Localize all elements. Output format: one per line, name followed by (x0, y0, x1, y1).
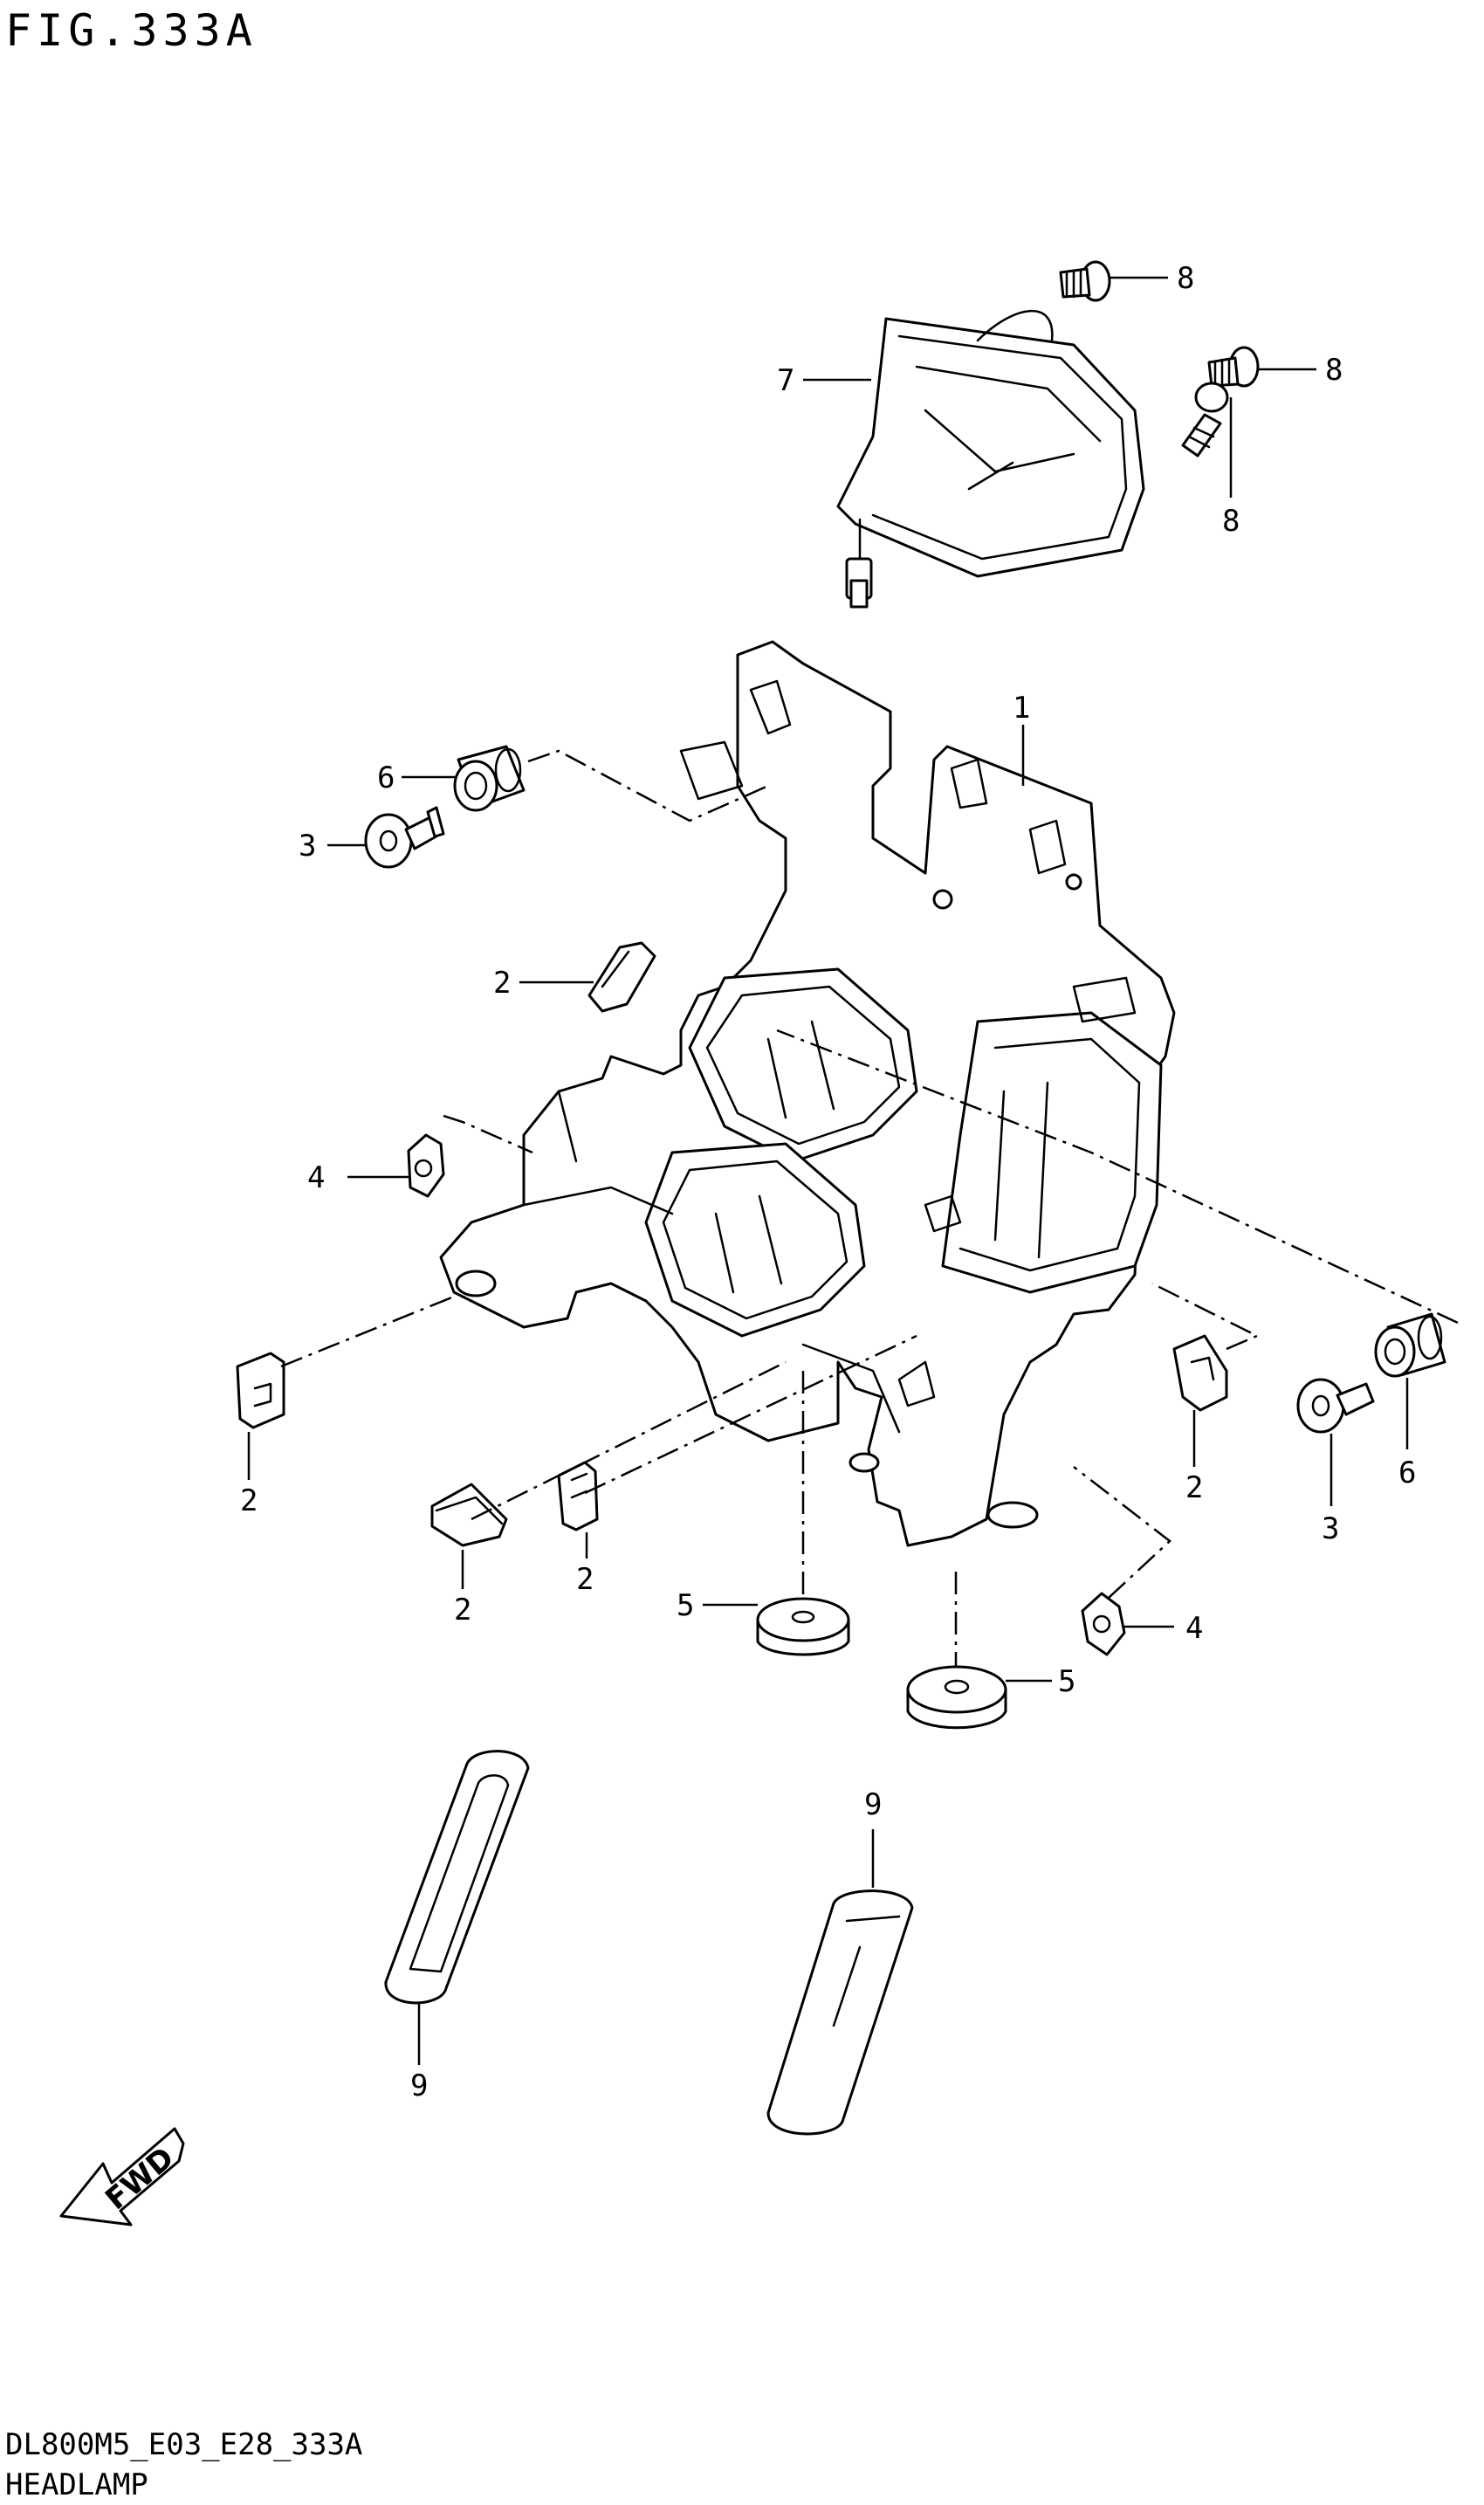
part-5-mount-right (906, 1665, 1007, 1730)
callout-2-lower-left: 2 (454, 1593, 471, 1628)
part-8-screw-top (1059, 260, 1111, 302)
model-code: DL800M5_E03_E28_333A (5, 2427, 363, 2462)
part-2-cushion-lower-middle (557, 1461, 599, 1531)
forward-arrow-icon: FWD (59, 2127, 185, 2226)
callout-2-lower-middle: 2 (576, 1562, 594, 1597)
part-3-bolt-right (1296, 1378, 1375, 1434)
callout-6-right: 6 (1398, 1456, 1416, 1490)
part-4-nut-left (407, 1133, 445, 1198)
part-6-grommet-left (453, 745, 526, 812)
part-2-cushion-right (1172, 1334, 1228, 1412)
part-4-nut-right (1081, 1592, 1126, 1656)
part-8-screw-middle (1207, 346, 1260, 388)
part-2-cushion-left (236, 1352, 285, 1429)
figure-title: FIG.333A (5, 5, 258, 56)
figure-name: HEADLAMP (5, 2467, 148, 2502)
callout-8-middle: 8 (1325, 353, 1343, 388)
part-3-bolt-left (364, 806, 445, 869)
part-9-reflector-left (384, 1750, 530, 2005)
callout-8-top: 8 (1177, 261, 1194, 296)
part-9-reflector-right (766, 1889, 914, 2136)
callout-1: 1 (1013, 691, 1030, 726)
part-5-mount-left (756, 1597, 850, 1656)
callout-8-lower: 8 (1222, 504, 1240, 539)
part-2-cushion-upper (587, 941, 656, 1013)
callout-9-left: 9 (410, 2068, 428, 2103)
callout-2-upper: 2 (493, 966, 511, 1001)
callout-6-left: 6 (377, 760, 395, 795)
callout-4-left: 4 (307, 1160, 325, 1195)
part-6-grommet-right (1374, 1312, 1446, 1378)
callout-2-right: 2 (1185, 1470, 1203, 1505)
callout-9-right: 9 (864, 1787, 882, 1822)
callout-7: 7 (777, 363, 794, 398)
part-1-headlamp-bracket (439, 640, 1176, 1547)
assembly-lines (280, 749, 1459, 1668)
callout-3-right: 3 (1322, 1511, 1339, 1546)
callout-5-right: 5 (1058, 1664, 1075, 1699)
callout-3-left: 3 (299, 829, 316, 864)
part-8-screw-lower (1181, 382, 1229, 458)
callout-2-left: 2 (240, 1483, 258, 1518)
callouts: 1 2 2 2 2 2 3 3 4 4 5 5 6 6 7 8 8 (240, 261, 1416, 2103)
part-7-lamp-unit (836, 309, 1145, 609)
callout-5-left: 5 (677, 1588, 694, 1623)
part-2-cushion-lower-left (430, 1483, 508, 1547)
callout-4-right: 4 (1185, 1611, 1203, 1646)
